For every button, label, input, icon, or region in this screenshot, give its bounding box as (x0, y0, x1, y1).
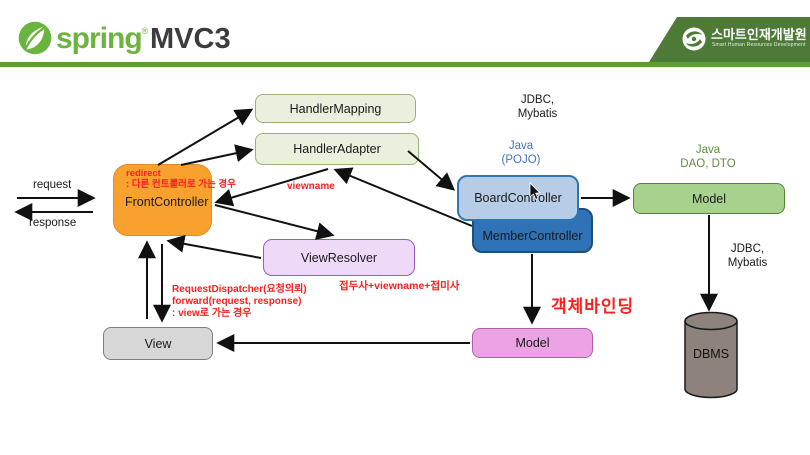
java-pojo-line2: (POJO) (501, 154, 541, 166)
jdbc-mybatis-top-label: JDBC, Mybatis (500, 93, 575, 121)
model-binding-box: Model (472, 328, 593, 358)
brand-name: spring (56, 22, 143, 55)
dbms-label: DBMS (692, 347, 730, 361)
arrow-fc-to-viewresolver (214, 204, 335, 240)
org-subtitle: Smart Human Resources Development (712, 42, 806, 48)
org-banner: 스마트인재개발원 Smart Human Resources Developme… (649, 17, 810, 62)
jdbc-right-line1: JDBC, (730, 243, 765, 255)
org-logo-icon (682, 27, 706, 51)
jdbc-top-line1: JDBC, (520, 94, 555, 106)
header-divider (0, 62, 810, 67)
board-controller-label: BoardController (474, 191, 562, 205)
java-dao-line2: DAO, DTO (680, 158, 736, 170)
java-dao-line1: Java (695, 144, 721, 156)
handler-adapter-label: HandlerAdapter (293, 142, 381, 156)
org-name: 스마트인재개발원 (711, 27, 807, 42)
handler-mapping-label: HandlerMapping (289, 101, 382, 116)
response-label: response (29, 217, 77, 229)
dispatcher-line2: forward(request, response) (172, 296, 302, 307)
board-controller-box: BoardController (457, 175, 579, 221)
dispatcher-line3: : view로 가는 경우 (172, 308, 252, 319)
view-resolver-box: ViewResolver (263, 239, 415, 276)
arrow-fc-to-handlermapping (157, 108, 254, 166)
arrow-viewresolver-to-fc (166, 234, 262, 259)
object-binding-note: 객체바인딩 (551, 297, 635, 316)
handler-mapping-box: HandlerMapping (255, 94, 416, 123)
request-label: request (33, 179, 72, 191)
jdbc-right-line2: Mybatis (727, 257, 768, 269)
dispatcher-line1: RequestDispatcher(요청의뢰) (172, 284, 307, 295)
member-controller-label: MemberController (482, 229, 583, 243)
redirect-note-line1: redirect (126, 168, 161, 179)
redirect-note: redirect : 다른 컨트롤러로 가는 경우 (126, 168, 236, 190)
jdbc-top-line2: Mybatis (517, 108, 558, 120)
redirect-note-line2: : 다른 컨트롤러로 가는 경우 (126, 179, 236, 190)
page-title: MVC3 (150, 23, 231, 55)
registered-trademark: ® (141, 26, 149, 36)
view-box: View (103, 327, 213, 360)
arrow-fc-to-handleradapter (180, 144, 254, 166)
java-pojo-line1: Java (508, 140, 534, 152)
java-dao-dto-label: Java DAO, DTO (672, 143, 744, 171)
view-resolver-label: ViewResolver (300, 250, 378, 265)
front-controller-box: redirect : 다른 컨트롤러로 가는 경우 FrontControlle… (113, 164, 236, 236)
handler-adapter-box: HandlerAdapter (255, 133, 419, 165)
view-label: View (144, 336, 172, 351)
model-dao-label: Model (691, 191, 727, 206)
spring-leaf-icon (18, 21, 52, 55)
front-controller-label: FrontController (125, 195, 209, 209)
arrow-membercontroller-to-handleradapter (333, 167, 473, 227)
prefix-suffix-note: 접두사+viewname+접미사 (339, 280, 460, 292)
request-dispatcher-note: RequestDispatcher(요청의뢰) forward(request,… (172, 284, 307, 320)
java-pojo-label: Java (POJO) (488, 139, 554, 167)
brand-wordmark: spring® (56, 22, 149, 56)
viewname-label: viewname (287, 181, 335, 192)
model-dao-box: Model (633, 183, 785, 214)
jdbc-mybatis-right-label: JDBC, Mybatis (710, 242, 785, 270)
model-binding-label: Model (515, 336, 550, 350)
